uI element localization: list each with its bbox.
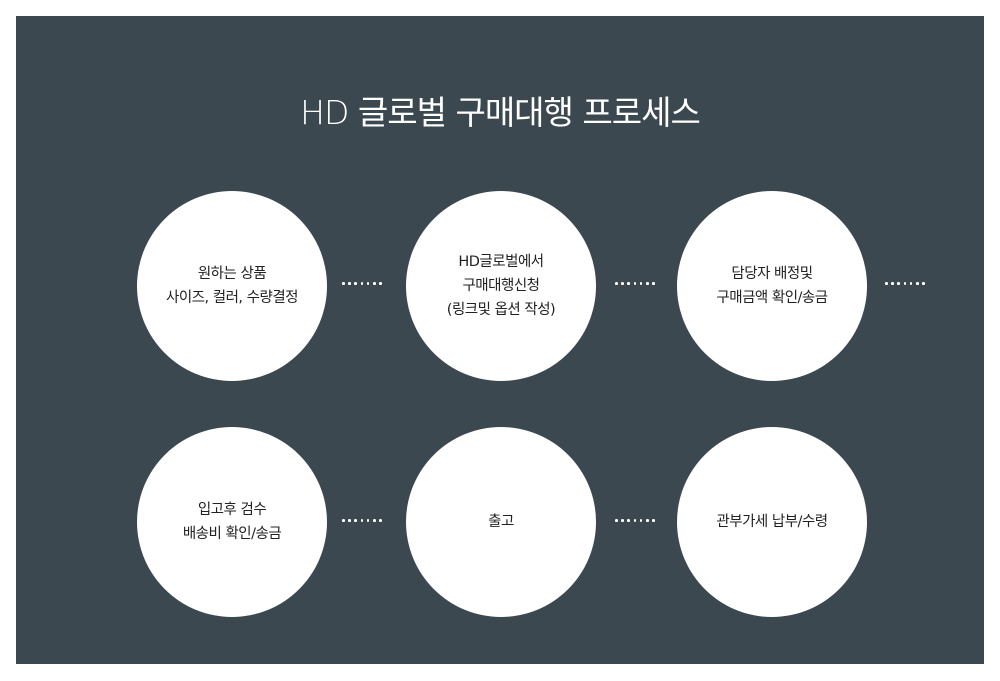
connector-2-3	[615, 282, 655, 285]
connector-5-6	[615, 519, 655, 522]
step-5-circle: 출고	[406, 427, 596, 617]
step-2-circle: HD글로벌에서 구매대행신청 (링크및 옵션 작성)	[406, 191, 596, 381]
step-2-line-1: HD글로벌에서	[458, 254, 544, 270]
step-6-line-1: 관부가세 납부/수령	[716, 514, 828, 530]
step-1-circle: 원하는 상품 사이즈, 컬러, 수량결정	[137, 191, 327, 381]
diagram-title: HD 글로벌 구매대행 프로세스	[300, 93, 701, 132]
step-4-circle: 입고후 검수 배송비 확인/송금	[137, 427, 327, 617]
step-5-line-1: 출고	[488, 514, 514, 530]
step-3-line-1: 담당자 배정및	[731, 266, 813, 282]
connector-4-5	[342, 519, 382, 522]
step-1-line-2: 사이즈, 컬러, 수량결정	[166, 290, 299, 306]
step-4-line-2: 배송비 확인/송금	[182, 526, 282, 542]
step-1-line-1: 원하는 상품	[197, 266, 267, 282]
step-6-circle: 관부가세 납부/수령	[677, 427, 867, 617]
step-4-line-1: 입고후 검수	[197, 502, 267, 518]
step-2-line-2: 구매대행신청	[462, 278, 540, 294]
connector-1-2	[342, 282, 382, 285]
step-3-line-2: 구매금액 확인/송금	[716, 290, 828, 306]
step-2-line-3: (링크및 옵션 작성)	[446, 302, 556, 318]
step-3-circle: 담당자 배정및 구매금액 확인/송금	[677, 191, 867, 381]
connector-3-next	[885, 282, 925, 285]
